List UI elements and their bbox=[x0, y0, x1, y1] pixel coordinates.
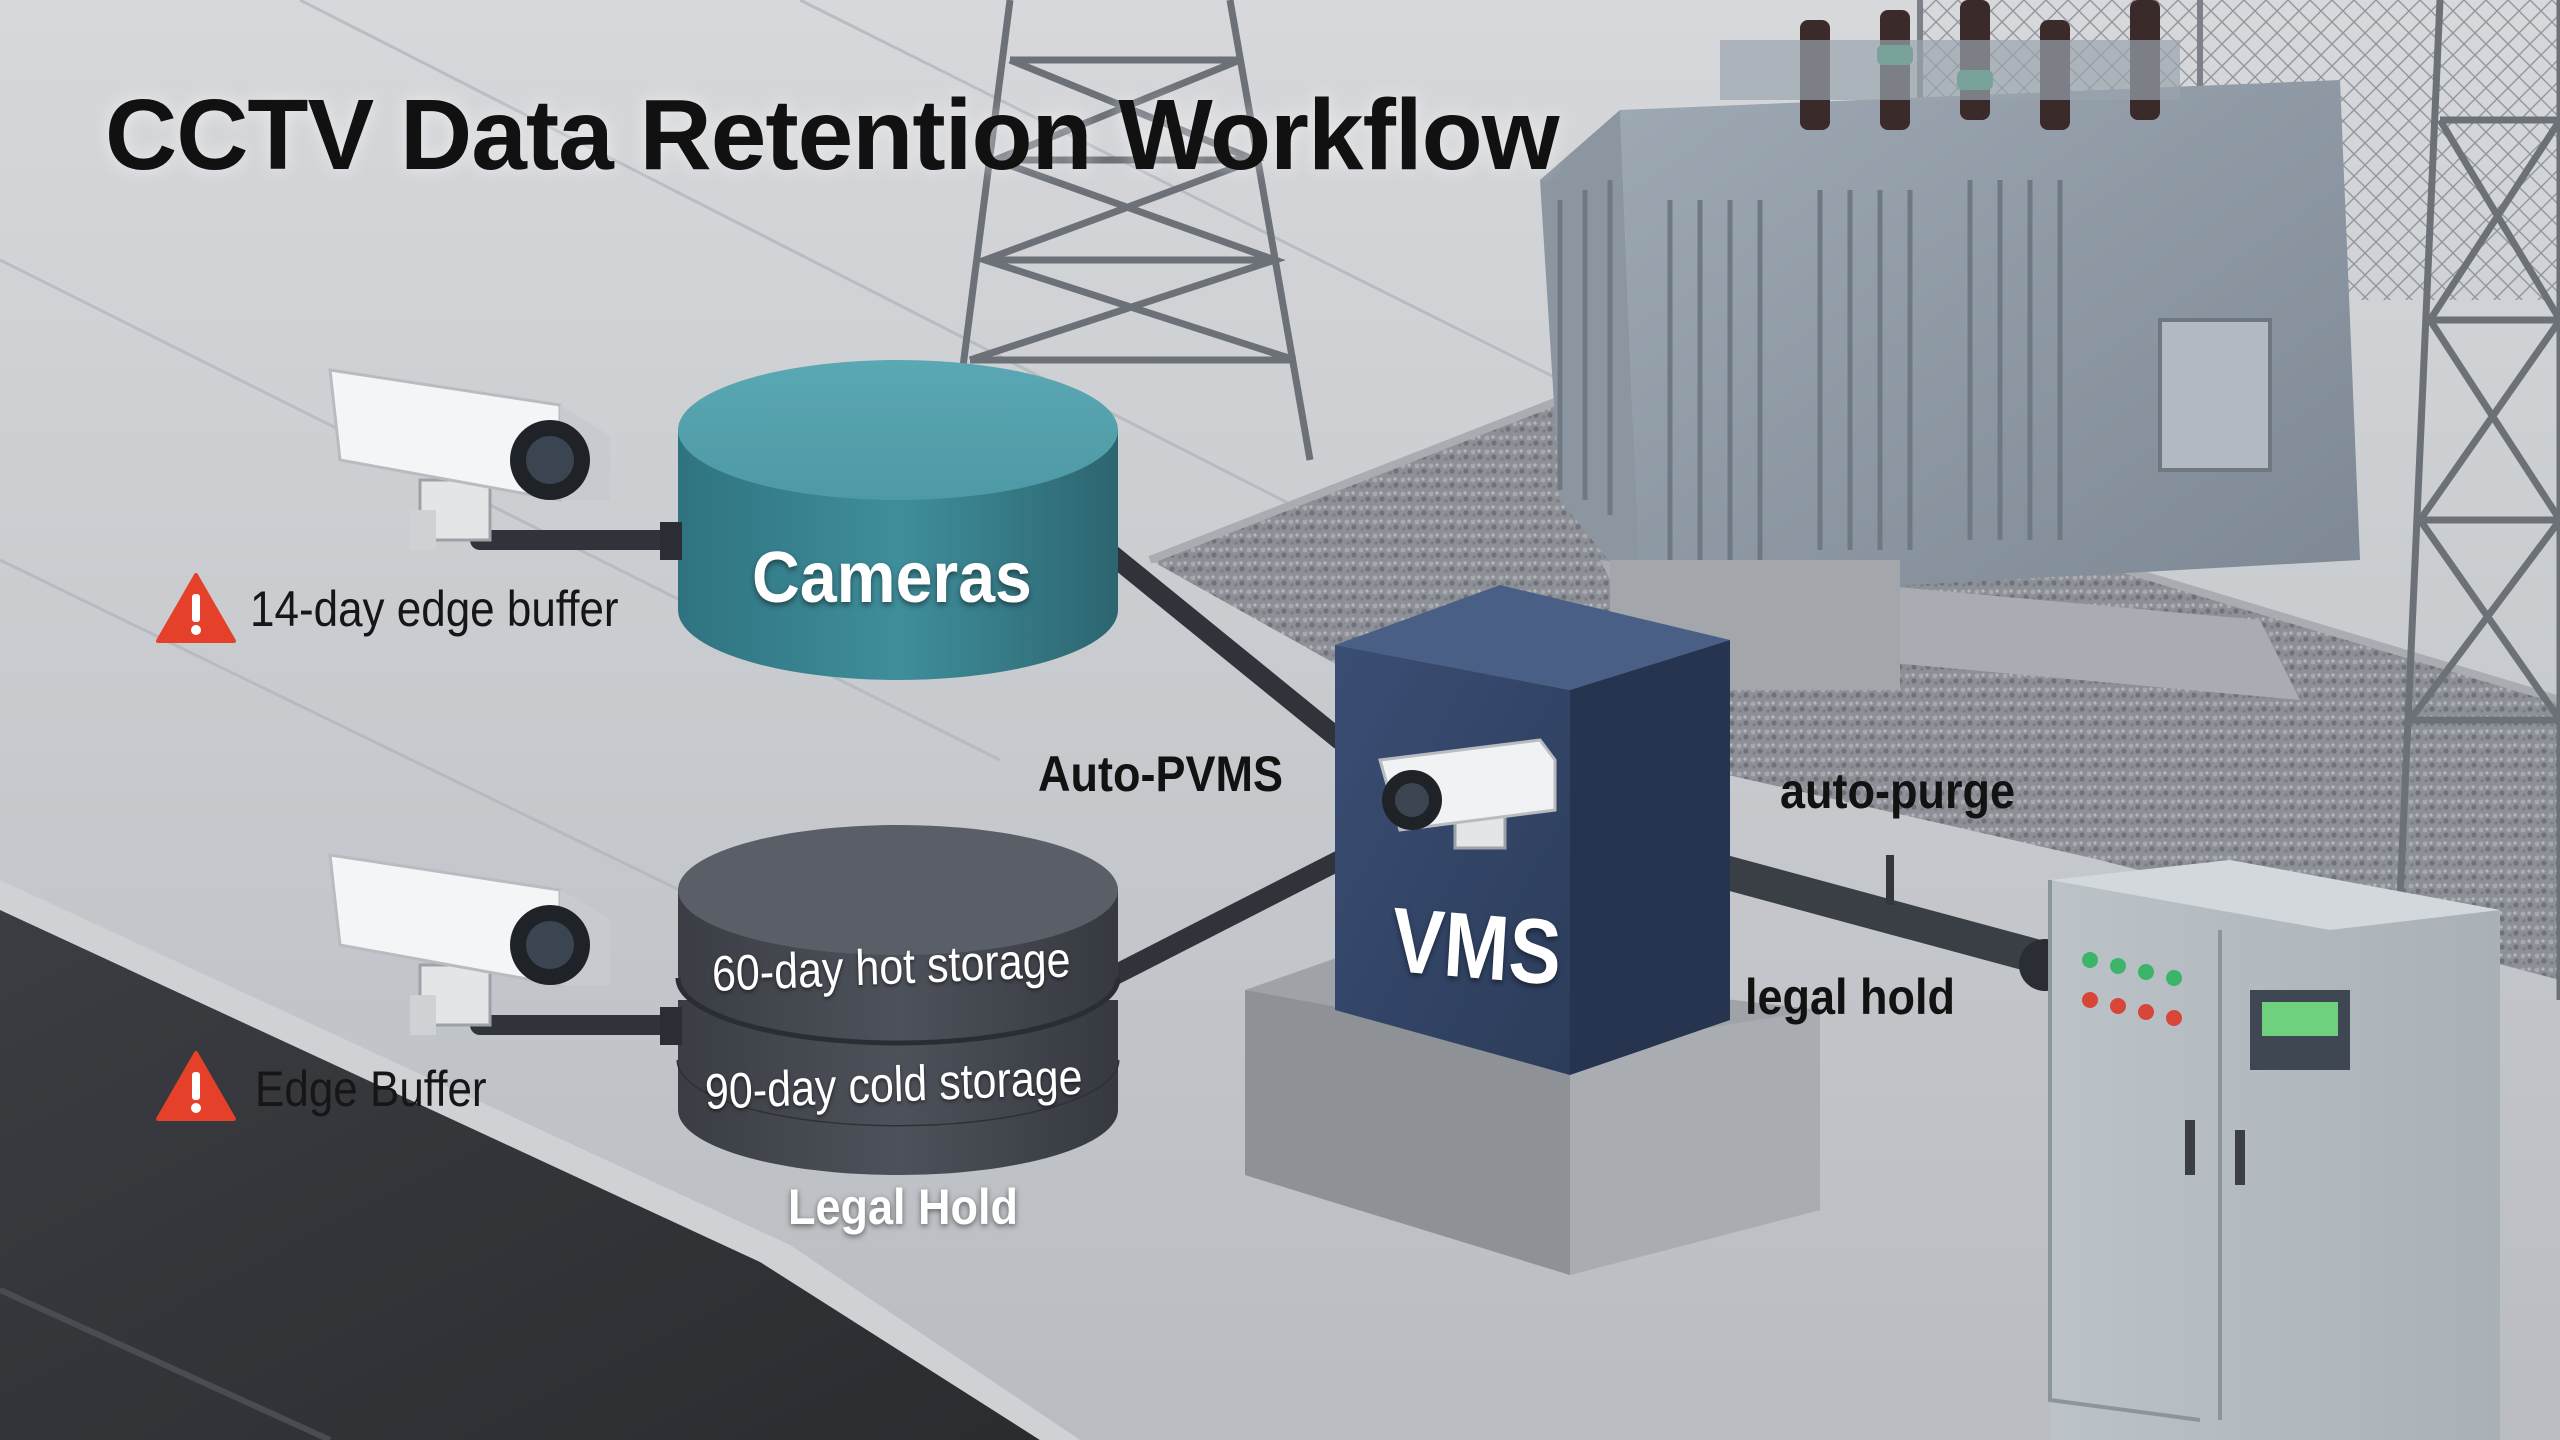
road bbox=[0, 905, 1040, 1440]
legal-hold-storage-label: Legal Hold bbox=[788, 1179, 1019, 1235]
cctv-camera-icon bbox=[1378, 738, 1557, 850]
cctv-camera-icon bbox=[328, 368, 682, 560]
page-title: CCTV Data Retention Workflow bbox=[105, 79, 1560, 191]
lattice-tower-left bbox=[956, 0, 1314, 461]
edge-buffer-label: Edge Buffer bbox=[255, 1061, 487, 1117]
lattice-tower-right bbox=[2396, 0, 2560, 1000]
cameras-node-label: Cameras bbox=[752, 538, 1032, 618]
auto-purge-label: auto-purge bbox=[1780, 763, 2015, 819]
hot-storage-cylinder bbox=[675, 825, 1121, 1046]
legal-hold-pipe-label: legal hold bbox=[1745, 969, 1956, 1025]
edge-buffer-14-day-label: 14-day edge buffer bbox=[250, 581, 619, 637]
road-curb bbox=[0, 880, 1080, 1440]
auto-pvms-label: Auto-PVMS bbox=[1038, 746, 1283, 802]
connector-pipes bbox=[470, 530, 1350, 1035]
vms-node-label: VMS bbox=[1389, 889, 1565, 1005]
cameras-cylinder bbox=[678, 360, 1118, 680]
cctv-camera-icon bbox=[328, 853, 682, 1045]
legal-hold-pipe bbox=[1663, 843, 2067, 977]
warning-icon bbox=[156, 1051, 236, 1121]
warning-icon bbox=[156, 573, 236, 643]
electrical-cabinet bbox=[2048, 860, 2500, 1440]
